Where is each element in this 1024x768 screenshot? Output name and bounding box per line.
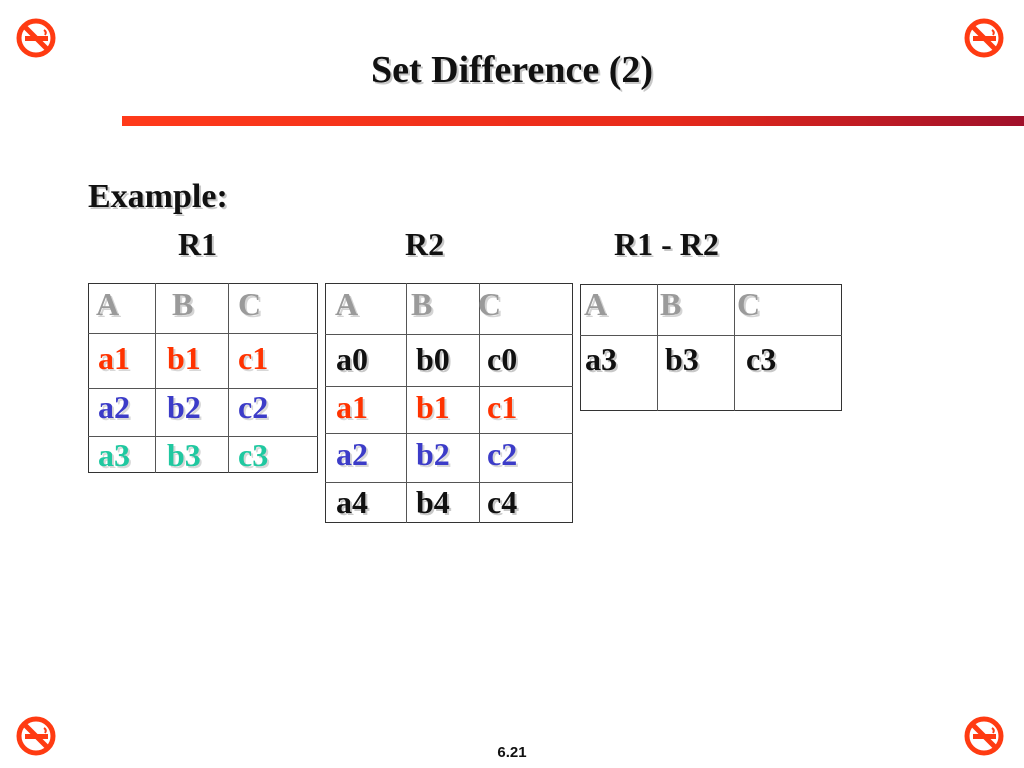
table-cell: b1 xyxy=(416,389,450,425)
no-smoking-icon xyxy=(16,716,56,756)
table-label-r1: R1 xyxy=(178,226,218,262)
table-cell: a3 xyxy=(585,341,617,377)
table-cell: c2 xyxy=(487,436,518,472)
table-cell: a0 xyxy=(336,341,368,377)
column-header: C xyxy=(737,286,761,322)
table-cell: b2 xyxy=(167,389,201,425)
column-header: B xyxy=(660,286,682,322)
title-divider xyxy=(122,116,1024,126)
relation-table-r2 xyxy=(325,283,573,523)
table-cell: c1 xyxy=(487,389,518,425)
table-cell: a1 xyxy=(98,340,130,376)
column-header: A xyxy=(335,286,359,322)
relation-table-r1 xyxy=(88,283,318,473)
no-smoking-icon xyxy=(16,18,56,58)
column-header: C xyxy=(478,286,502,322)
example-label: Example: xyxy=(88,178,228,215)
table-cell: c3 xyxy=(746,341,777,377)
table-cell: b2 xyxy=(416,436,450,472)
table-cell: b1 xyxy=(167,340,201,376)
column-header: A xyxy=(584,286,608,322)
table-label-r2: R2 xyxy=(405,226,445,262)
page-number: 6.21 xyxy=(497,744,527,761)
column-header: C xyxy=(238,286,262,322)
table-cell: c3 xyxy=(238,437,269,473)
column-header: B xyxy=(172,286,194,322)
table-cell: c0 xyxy=(487,341,518,377)
column-header: A xyxy=(96,286,120,322)
table-cell: a2 xyxy=(336,436,368,472)
table-cell: c2 xyxy=(238,389,269,425)
table-cell: c4 xyxy=(487,484,518,520)
table-cell: b3 xyxy=(665,341,699,377)
no-smoking-icon xyxy=(964,18,1004,58)
table-cell: b3 xyxy=(167,437,201,473)
table-label-difference: R1 - R2 xyxy=(614,226,719,262)
table-cell: c1 xyxy=(238,340,269,376)
no-smoking-icon xyxy=(964,716,1004,756)
relation-table-difference xyxy=(580,284,842,411)
table-cell: b4 xyxy=(416,484,450,520)
table-cell: a2 xyxy=(98,389,130,425)
table-cell: a1 xyxy=(336,389,368,425)
column-header: B xyxy=(411,286,433,322)
slide-title: Set Difference (2) xyxy=(370,49,654,91)
table-cell: a3 xyxy=(98,437,130,473)
table-cell: a4 xyxy=(336,484,368,520)
table-cell: b0 xyxy=(416,341,450,377)
